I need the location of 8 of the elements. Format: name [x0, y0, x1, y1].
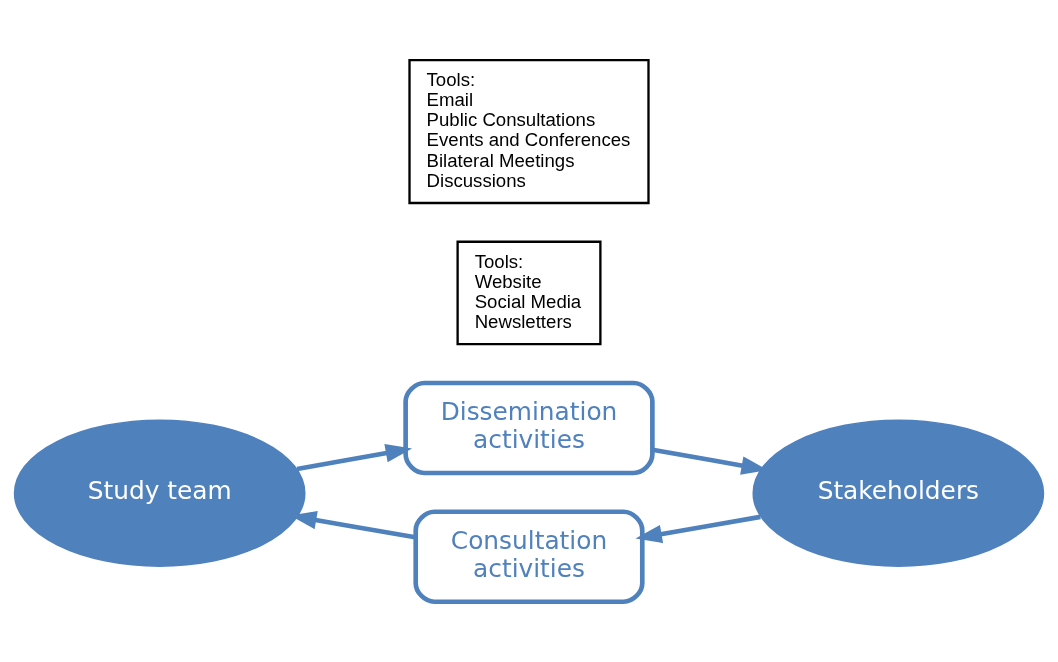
arrow	[296, 444, 413, 472]
node-box: Tools: Email Public Consultations Events and Conferences Bilateral Meetings Discussions	[408, 59, 650, 205]
node-ellipse: Study team	[13, 419, 306, 567]
node-box: Tools: Website Social Media Newsletters	[456, 240, 602, 346]
node-box: Consultation activities	[413, 509, 645, 605]
node-box: Dissemination activities	[403, 380, 655, 476]
node-ellipse: Stakeholders	[752, 419, 1045, 567]
arrow	[635, 514, 761, 544]
